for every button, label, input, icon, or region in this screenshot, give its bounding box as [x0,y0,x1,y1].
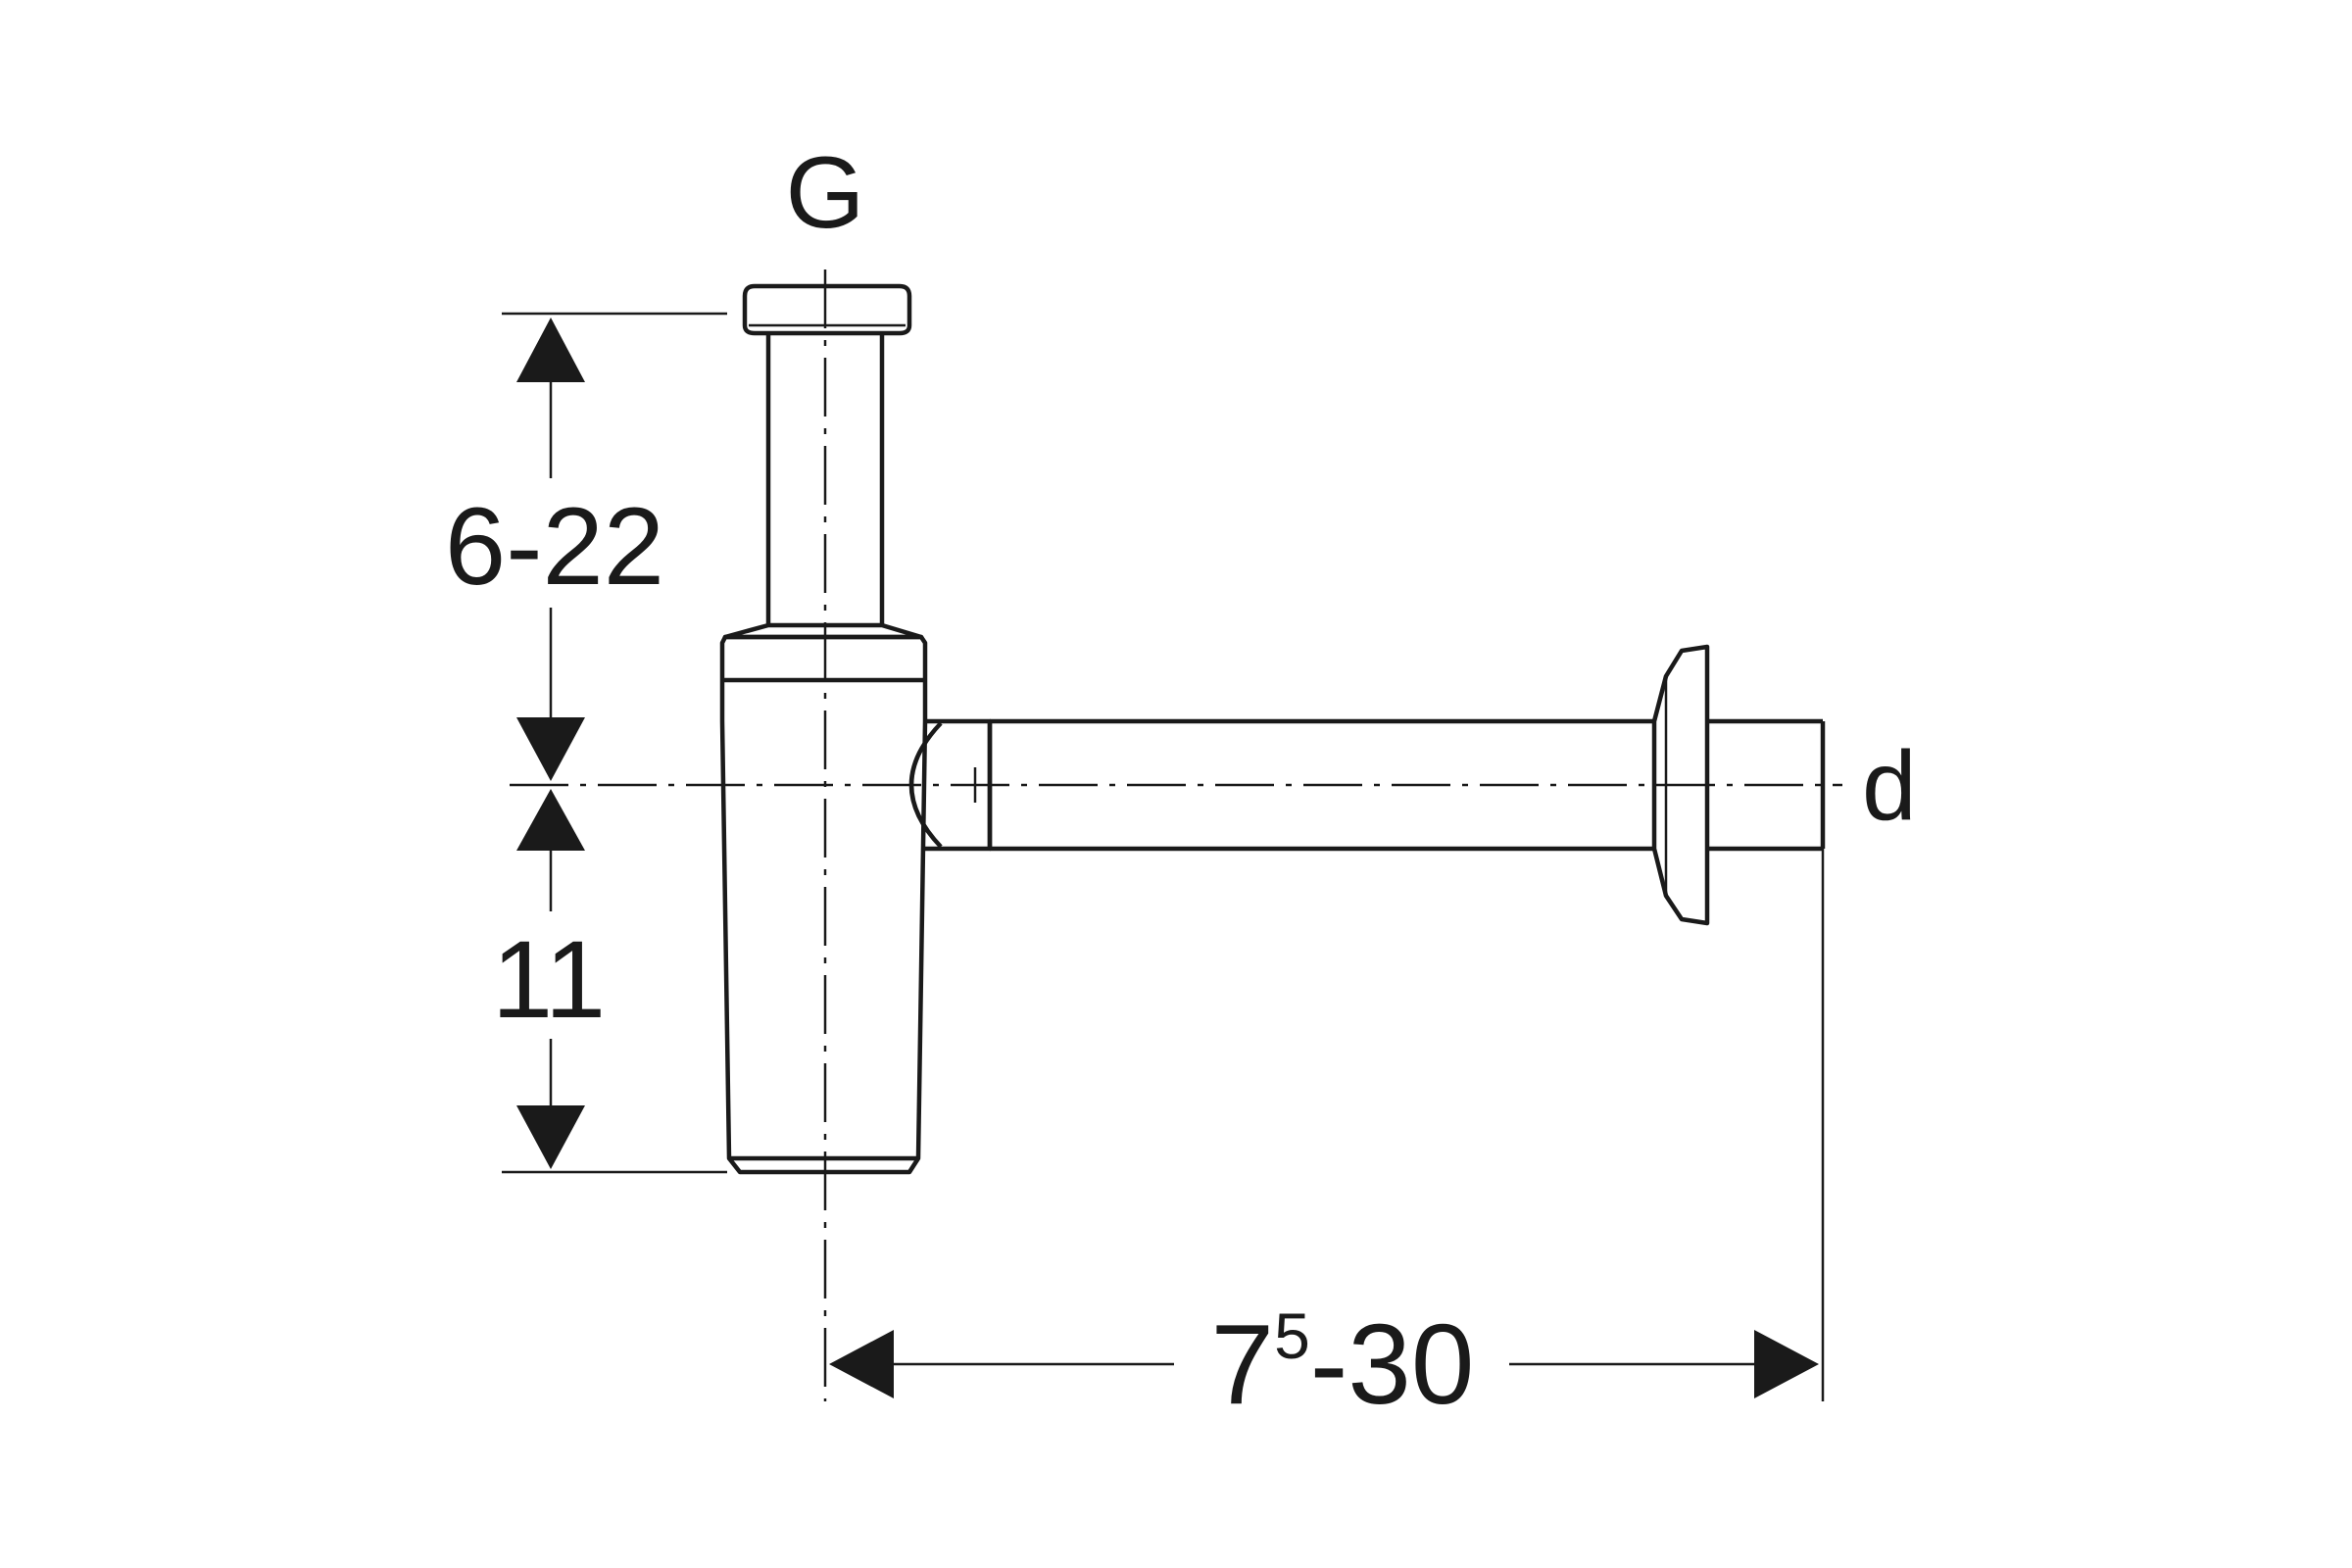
label-d: d [1862,731,1917,841]
dim-label-upper: 6-22 [445,485,664,608]
label-g: G [786,136,865,250]
top-cap [742,283,912,336]
dim-label-horizontal: 75-30 [1211,1299,1475,1428]
arrow-lower-bottom [516,1105,585,1169]
dim-label-horizontal-sup: 5 [1274,1299,1310,1372]
dim-label-horizontal-base: 7 [1211,1300,1275,1428]
arrow-horizontal-right [1754,1330,1819,1398]
bottle-body [719,634,928,1175]
arrow-horizontal-left [829,1330,894,1398]
dim-label-lower: 11 [492,918,606,1041]
arrow-lower-top [516,789,585,851]
arrow-upper-bottom [516,717,585,781]
arrow-upper-top [516,318,585,382]
dim-label-horizontal-rest: -30 [1310,1300,1475,1428]
